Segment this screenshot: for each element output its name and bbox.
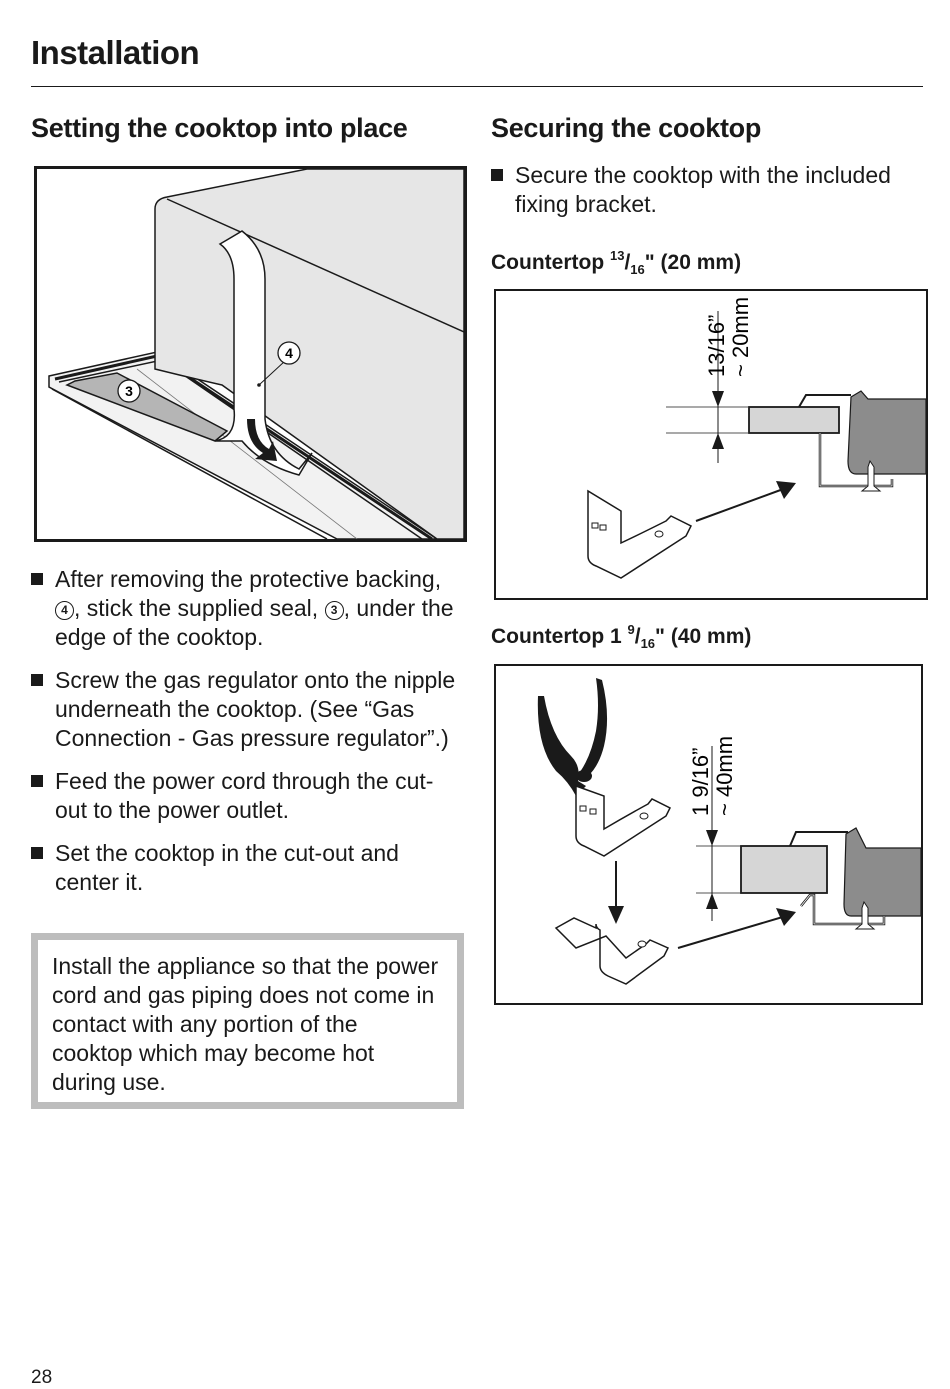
backing-strip [214, 230, 313, 476]
cooktop-edge [843, 827, 921, 917]
arrow-icon [776, 908, 796, 926]
dimension-mm-label: ~ 20mm [728, 297, 753, 377]
fixing-bracket [587, 489, 693, 579]
countertop-20mm-caption: Countertop 13/16" (20 mm) [491, 248, 742, 277]
section-heading-securing-cooktop: Securing the cooktop [491, 113, 762, 143]
list-item: Set the cooktop in the cut-out and cente… [31, 839, 461, 897]
screw-icon [854, 900, 876, 930]
callout-4-ref: 4 [55, 601, 74, 620]
countertop-40mm-caption: Countertop 1 9/16" (40 mm) [491, 622, 752, 651]
bullet-square-icon [491, 169, 503, 181]
pliers-icon [537, 696, 586, 796]
screw-icon [860, 459, 882, 492]
setting-steps-list: After removing the protective backing, 4… [31, 565, 461, 911]
bullet-square-icon [31, 674, 43, 686]
svg-text:4: 4 [285, 345, 293, 361]
bullet-square-icon [31, 847, 43, 859]
svg-text:3: 3 [125, 383, 133, 399]
callout-4: 4 [277, 341, 301, 365]
warning-note: Install the appliance so that the power … [31, 933, 464, 1109]
list-item: Feed the power cord through the cut-out … [31, 767, 461, 825]
bullet-square-icon [31, 573, 43, 585]
list-item: After removing the protective backing, 4… [31, 565, 461, 652]
bent-bracket [554, 917, 670, 985]
title-divider [31, 86, 923, 87]
list-item: Secure the cooktop with the included fix… [491, 161, 931, 219]
section-heading-setting-cooktop: Setting the cooktop into place [31, 113, 408, 143]
bracket-40mm-figure: 1 9/16” ~ 40mm [494, 664, 923, 1005]
countertop-slab [748, 406, 840, 434]
bracket-20mm-figure: 13/16” ~ 20mm [494, 289, 928, 600]
countertop-slab [740, 845, 828, 894]
page-number: 28 [31, 1367, 53, 1388]
dimension-mm-label: ~ 40mm [712, 736, 737, 816]
arrow-down-icon [608, 906, 624, 924]
bullet-square-icon [31, 775, 43, 787]
callout-3-ref: 3 [324, 601, 344, 620]
arrow-down-icon [247, 419, 277, 461]
seal-strip [65, 372, 229, 442]
page-title: Installation [31, 34, 200, 71]
dimension-inch-label: 13/16” [704, 315, 729, 377]
securing-steps-list: Secure the cooktop with the included fix… [491, 161, 931, 233]
dimension-inch-label: 1 9/16” [688, 748, 713, 817]
fixing-bracket [575, 784, 672, 857]
callout-3: 3 [117, 379, 141, 403]
list-item: Screw the gas regulator onto the nipple … [31, 666, 461, 753]
cooktop-edge [847, 390, 926, 475]
seal-installation-figure: 4 3 [34, 166, 467, 542]
arrow-icon [776, 481, 796, 499]
